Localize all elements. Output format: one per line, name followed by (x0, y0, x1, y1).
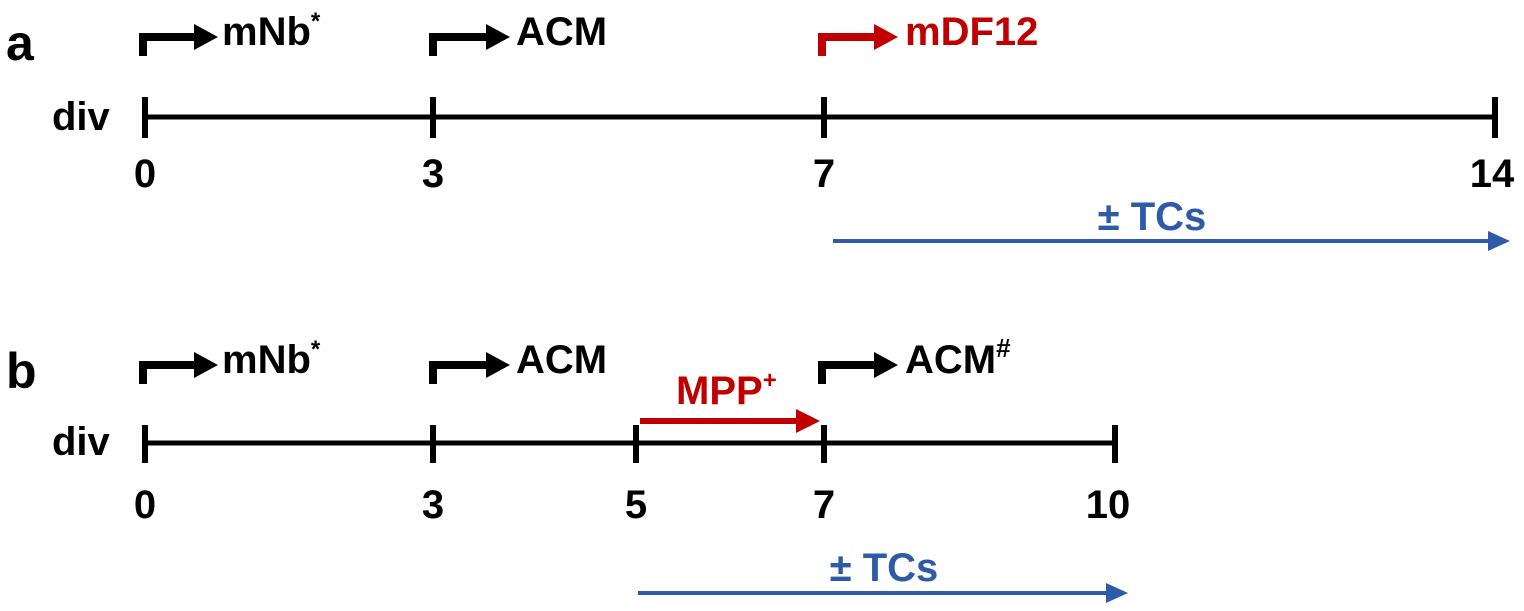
panel-a-tick-label-3: 3 (422, 152, 444, 196)
panel-b-tick-label-3: 3 (422, 483, 444, 527)
panel-b-step-label-acm: ACM (516, 338, 607, 382)
panel-b-tick-label-10: 10 (1086, 483, 1131, 527)
panel-b-treatment-label: ± TCs (830, 546, 939, 590)
panel-a-treatment-arrow (833, 231, 1510, 251)
panel-a-tick-label-14: 14 (1470, 152, 1515, 196)
panel-b-exposure-label: MPP+ (676, 367, 777, 413)
panel-b-step-label-acm-hash: ACM# (905, 333, 1011, 382)
panel-a-step-arrow-mdf12 (818, 24, 898, 56)
panel-b-treatment-arrow (638, 583, 1128, 603)
panel-a-step-arrow-mnb (139, 24, 218, 56)
panel-a-tick-label-7: 7 (813, 152, 835, 196)
panel-b-tick-label-0: 0 (134, 483, 156, 527)
panel-b-axis-label: div (52, 420, 111, 464)
panel-a-letter: a (6, 15, 35, 71)
panel-b-step-arrow-acm (429, 352, 510, 384)
panel-a-axis-label: div (52, 95, 111, 139)
panel-a-step-label-acm: ACM (516, 10, 607, 54)
panel-b-step-arrow-acm-hash (818, 352, 898, 384)
panel-a-treatment-label: ± TCs (1098, 195, 1207, 239)
panel-a-step-label-mnb: mNb* (222, 8, 321, 54)
panel-b-letter: b (6, 343, 37, 399)
panel-b-step-label-mnb: mNb* (222, 336, 321, 382)
panel-b-step-arrow-mnb (139, 352, 218, 384)
panel-b-tick-label-7: 7 (813, 483, 835, 527)
panel-b: b mNb* ACM ACM# MPP+ div 0 3 (6, 333, 1130, 603)
panel-a-step-label-mdf12: mDF12 (905, 10, 1038, 54)
panel-a-tick-label-0: 0 (134, 152, 156, 196)
panel-b-exposure-arrow (640, 409, 820, 433)
panel-a-step-arrow-acm (429, 24, 510, 56)
panel-a: a mNb* ACM mDF12 div 0 3 7 14 ± TCs (6, 8, 1515, 251)
panel-b-tick-label-5: 5 (625, 483, 647, 527)
